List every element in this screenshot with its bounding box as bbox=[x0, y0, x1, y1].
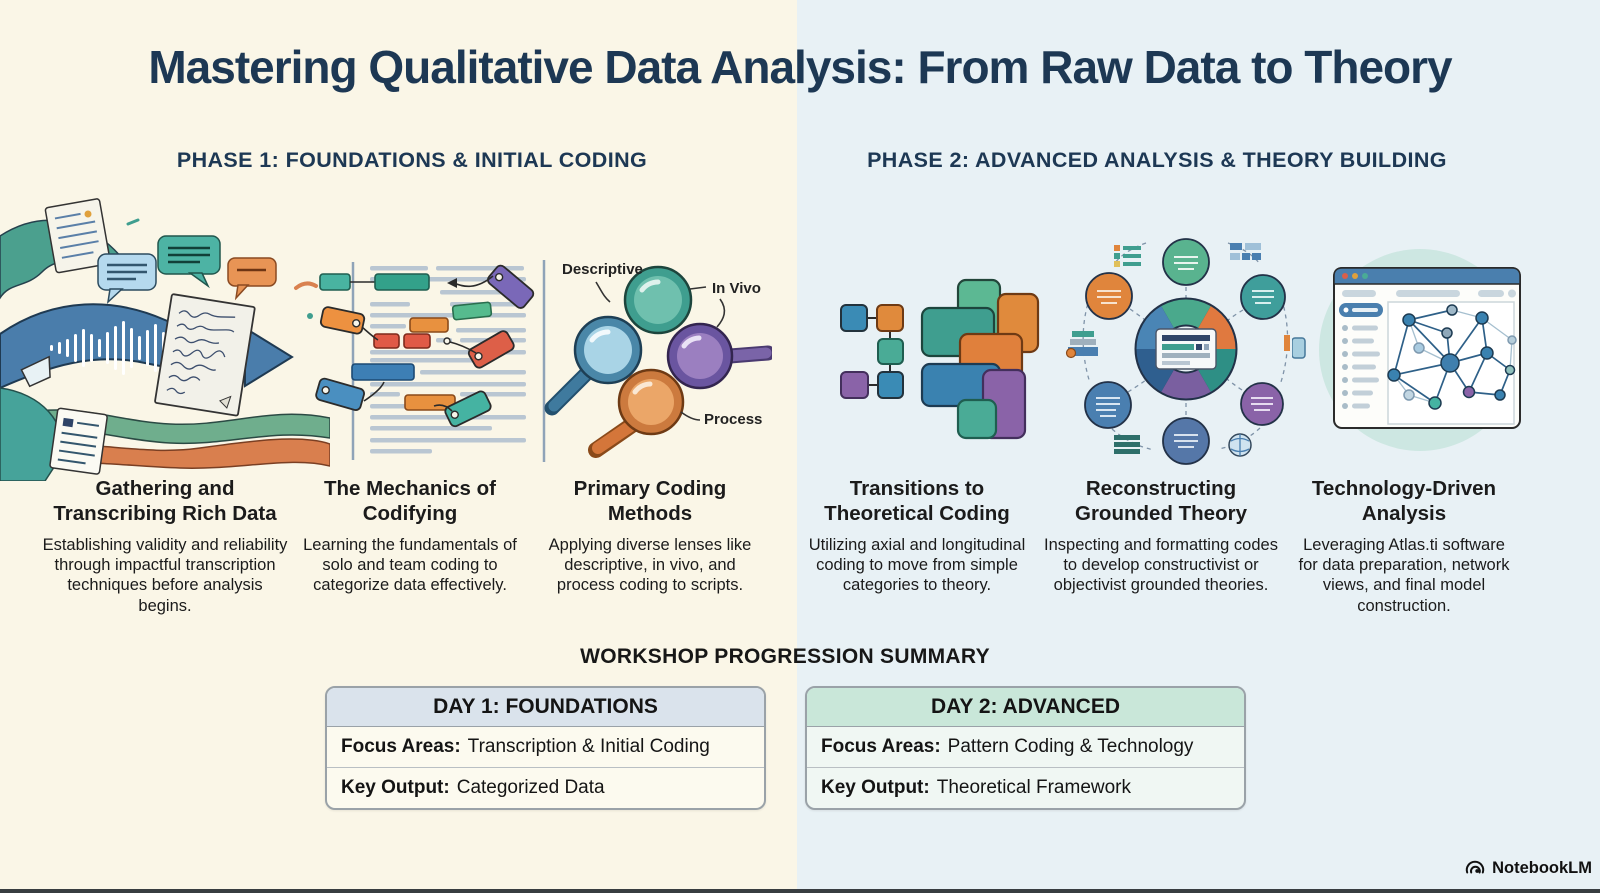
table-row: Key Output: Categorized Data bbox=[327, 767, 764, 808]
column-mechanics-of-codifying: The Mechanics of Codifying Learning the … bbox=[303, 477, 517, 596]
row-label: Focus Areas: bbox=[821, 736, 941, 757]
category-node-icon bbox=[1162, 417, 1210, 465]
column-description: Leveraging Atlas.ti software for data pr… bbox=[1298, 536, 1510, 615]
column-description: Utilizing axial and longitudinal coding … bbox=[808, 536, 1026, 595]
code-tag-icon bbox=[319, 306, 366, 335]
category-node-icon bbox=[1162, 238, 1210, 286]
side-tag-icon bbox=[1292, 337, 1306, 359]
row-value: Pattern Coding & Technology bbox=[947, 736, 1194, 757]
column-title: Transitions to Theoretical Coding bbox=[824, 477, 1010, 525]
column-title: Technology-Driven Analysis bbox=[1311, 477, 1497, 525]
table-row: Focus Areas: Transcription & Initial Cod… bbox=[327, 727, 764, 767]
paper-scrap-icon bbox=[20, 355, 51, 388]
category-node-icon bbox=[1240, 382, 1284, 426]
bottom-edge-bar bbox=[0, 889, 1600, 893]
code-tag-icon bbox=[467, 330, 515, 369]
coding-method-label: In Vivo bbox=[712, 280, 761, 297]
phase-1-heading: PHASE 1: FOUNDATIONS & INITIAL CODING bbox=[176, 148, 648, 172]
globe-icon bbox=[1228, 433, 1252, 457]
row-value: Transcription & Initial Coding bbox=[467, 736, 710, 757]
speech-bubble-icon bbox=[227, 257, 277, 301]
code-tag-icon bbox=[444, 390, 492, 428]
column-title: Primary Coding Methods bbox=[573, 477, 727, 525]
code-tag-icon bbox=[487, 264, 535, 309]
column-title: Reconstructing Grounded Theory bbox=[1075, 477, 1247, 525]
window-dot-icon bbox=[1352, 273, 1358, 279]
code-bars-icon bbox=[1114, 435, 1140, 454]
coding-method-label: Process bbox=[704, 411, 762, 428]
column-technology-driven-analysis: Technology-Driven Analysis Leveraging At… bbox=[1292, 477, 1516, 616]
coding-method-label: Descriptive bbox=[562, 261, 643, 278]
network-nodes bbox=[1387, 304, 1517, 410]
column-description: Inspecting and formatting codes to devel… bbox=[1044, 536, 1278, 595]
phase-2-heading: PHASE 2: ADVANCED ANALYSIS & THEORY BUIL… bbox=[867, 148, 1447, 172]
memo-grid-icon bbox=[1230, 243, 1261, 260]
summary-heading: WORKSHOP PROGRESSION SUMMARY bbox=[580, 645, 990, 668]
category-node-icon bbox=[1084, 381, 1132, 429]
document-stack-icon bbox=[1065, 331, 1098, 359]
code-list-icon bbox=[1114, 245, 1141, 267]
watermark-text: NotebookLM bbox=[1492, 858, 1592, 877]
column-description: Establishing validity and reliability th… bbox=[42, 536, 288, 615]
column-title: Gathering and Transcribing Rich Data bbox=[53, 477, 277, 525]
side-tab-icon bbox=[1284, 335, 1290, 351]
category-blocks-illustration bbox=[840, 278, 1040, 440]
magnifier-icon bbox=[573, 315, 643, 385]
day-1-table-header: DAY 1: FOUNDATIONS bbox=[327, 688, 764, 727]
table-row: Key Output: Theoretical Framework bbox=[807, 767, 1244, 808]
table-row: Focus Areas: Pattern Coding & Technology bbox=[807, 727, 1244, 767]
code-report-card-icon bbox=[1155, 328, 1217, 370]
window-titlebar bbox=[1333, 267, 1521, 285]
column-description: Learning the fundamentals of solo and te… bbox=[303, 536, 517, 595]
row-label: Key Output: bbox=[821, 777, 930, 798]
day-2-summary-table: DAY 2: ADVANCED Focus Areas: Pattern Cod… bbox=[805, 686, 1246, 810]
watermark: NotebookLM bbox=[1464, 857, 1592, 879]
column-reconstructing-grounded-theory: Reconstructing Grounded Theory Inspectin… bbox=[1044, 477, 1278, 596]
window-dot-icon bbox=[1362, 273, 1368, 279]
day-1-summary-table: DAY 1: FOUNDATIONS Focus Areas: Transcri… bbox=[325, 686, 766, 810]
document-icon bbox=[44, 198, 111, 274]
document-icon bbox=[49, 407, 108, 475]
column-transitions-theoretical-coding: Transitions to Theoretical Coding Utiliz… bbox=[805, 477, 1029, 596]
magnifier-icon bbox=[666, 322, 734, 390]
column-gathering-transcribing: Gathering and Transcribing Rich Data Est… bbox=[40, 477, 290, 616]
category-node-icon bbox=[1240, 274, 1286, 320]
column-title: The Mechanics of Codifying bbox=[323, 477, 496, 525]
row-value: Theoretical Framework bbox=[936, 777, 1131, 798]
row-label: Focus Areas: bbox=[341, 736, 461, 757]
magnifier-cluster-illustration: Descriptive In Vivo Process bbox=[544, 261, 772, 458]
row-label: Key Output: bbox=[341, 777, 450, 798]
document-tagging-illustration bbox=[315, 260, 546, 462]
page-title: Mastering Qualitative Data Analysis: Fro… bbox=[148, 41, 1452, 93]
window-toolbar bbox=[1342, 289, 1516, 298]
magnifier-icon bbox=[617, 368, 685, 436]
grounded-theory-wheel-illustration bbox=[1065, 238, 1290, 465]
code-tag-icon bbox=[315, 377, 365, 411]
day-2-table-header: DAY 2: ADVANCED bbox=[807, 688, 1244, 727]
row-value: Categorized Data bbox=[456, 777, 605, 798]
speech-bubble-icon bbox=[97, 253, 157, 305]
notebooklm-logo-icon bbox=[1465, 860, 1485, 874]
category-node-icon bbox=[1085, 272, 1133, 320]
window-dot-icon bbox=[1342, 273, 1348, 279]
magnifier-icon bbox=[623, 265, 693, 335]
column-description: Applying diverse lenses like descriptive… bbox=[548, 536, 752, 595]
network-software-window-illustration bbox=[1292, 249, 1521, 451]
data-collection-flow-illustration bbox=[0, 198, 330, 481]
window-sidebar bbox=[1339, 303, 1383, 409]
handwritten-note-icon bbox=[154, 293, 256, 417]
column-primary-coding-methods: Primary Coding Methods Applying diverse … bbox=[543, 477, 757, 596]
speech-bubble-icon bbox=[157, 235, 221, 289]
